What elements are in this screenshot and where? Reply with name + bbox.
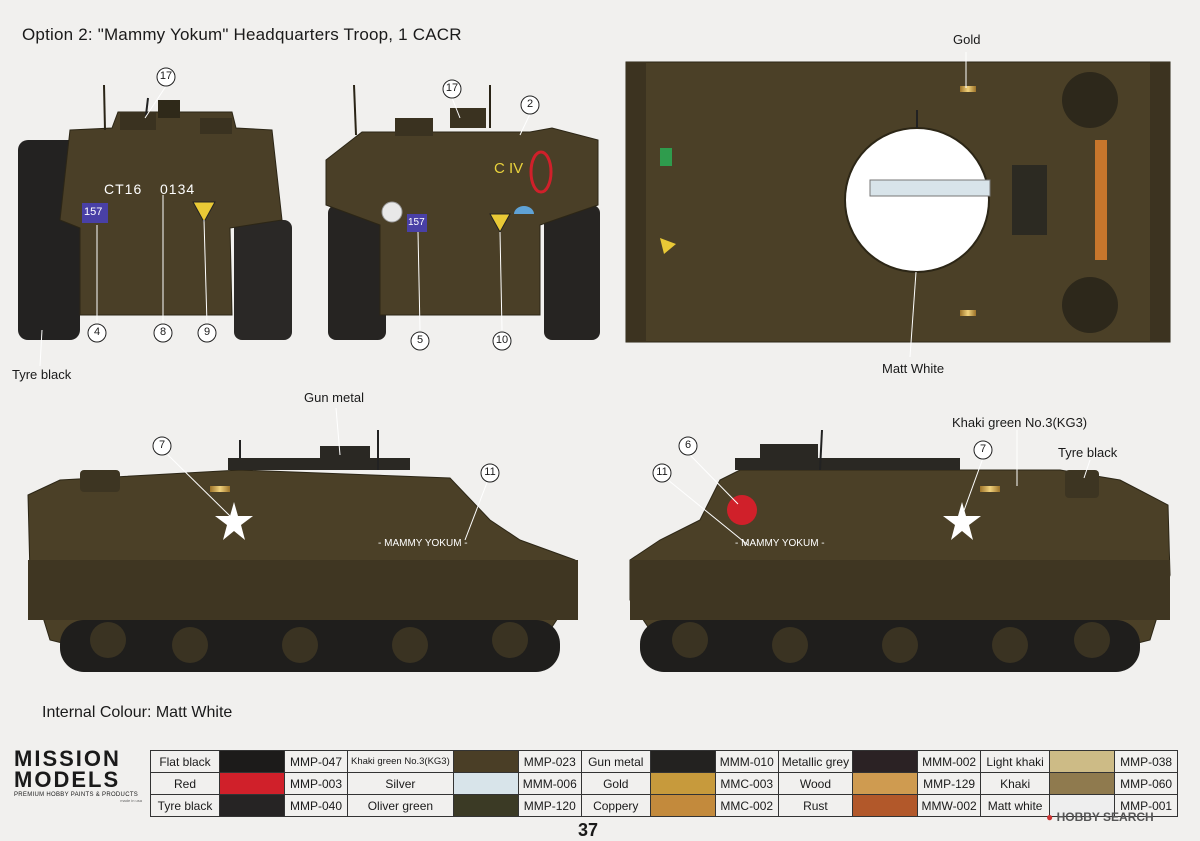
paint-code: MMM-006	[517, 772, 582, 795]
callout-6: 6	[684, 439, 692, 451]
paint-swatch	[1049, 750, 1116, 773]
label-matt-white: Matt White	[882, 361, 945, 376]
rear-view-left	[18, 84, 292, 340]
callout-17a: 17	[159, 70, 173, 82]
paint-code: MMP-047	[284, 750, 348, 773]
side-view-right	[629, 429, 1171, 672]
paint-name: Red	[150, 772, 220, 795]
paint-name: Light khaki	[980, 750, 1051, 773]
paint-swatch	[219, 772, 285, 795]
serial-number-b: 0134	[160, 181, 196, 197]
paint-name: Tyre black	[150, 794, 220, 817]
unit-code-rear-left: 157	[84, 206, 103, 218]
paint-code: MMP-060	[1114, 772, 1179, 795]
paint-code: MMP-120	[517, 794, 582, 817]
leader-lines	[39, 52, 1091, 546]
paint-swatch	[852, 772, 919, 795]
paint-code: MMM-002	[917, 750, 982, 773]
label-gold: Gold	[953, 32, 981, 47]
name-marking-left: - MAMMY YOKUM -	[378, 538, 468, 549]
page-number: 37	[578, 820, 599, 840]
paint-code: MMW-002	[917, 794, 982, 817]
paint-name: Oliver green	[347, 794, 454, 817]
paint-name: Khaki green No.3(KG3)	[347, 750, 454, 773]
unit-157-marking	[82, 203, 108, 223]
paint-swatch	[852, 750, 919, 773]
paint-swatch	[219, 750, 285, 773]
brand-tagline: PREMIUM HOBBY PAINTS & PRODUCTS	[14, 792, 139, 798]
paint-swatch	[649, 772, 716, 795]
paint-swatch	[649, 794, 716, 817]
paint-code: MMP-001	[1114, 794, 1179, 817]
paint-code: MMP-038	[1114, 750, 1179, 773]
callout-7b: 7	[979, 443, 987, 455]
watermark-text: HOBBY SEARCH	[1056, 810, 1154, 824]
paint-name: Flat black	[150, 750, 220, 773]
callout-9: 9	[203, 326, 211, 338]
serial-number-a: CT16	[104, 181, 143, 197]
paint-code: MMM-010	[714, 750, 779, 773]
paint-code: MMC-002	[714, 794, 779, 817]
page-title: Option 2: "Mammy Yokum" Headquarters Tro…	[22, 25, 462, 44]
brand-line-1: MISSION	[14, 746, 121, 771]
paint-name: Khaki	[980, 772, 1051, 795]
label-khaki-green: Khaki green No.3(KG3)	[952, 415, 1088, 430]
paint-swatch	[452, 750, 519, 773]
callout-2: 2	[526, 98, 534, 110]
unit-code-rear-mid: 157	[408, 217, 425, 228]
internal-colour-note: Internal Colour: Matt White	[42, 704, 233, 721]
paint-code: MMC-003	[714, 772, 779, 795]
paint-name: Rust	[777, 794, 854, 817]
paint-name: Silver	[347, 772, 454, 795]
paint-swatch	[1049, 794, 1116, 817]
callout-5: 5	[416, 334, 424, 346]
brand-logo: MISSION MODELS PREMIUM HOBBY PAINTS & PR…	[14, 746, 142, 804]
top-view	[625, 61, 1171, 343]
brand-line-2: MODELS	[14, 767, 121, 792]
paint-swatch	[1049, 772, 1116, 795]
paint-code: MMP-129	[917, 772, 982, 795]
label-tyre-black-2: Tyre black	[1058, 445, 1118, 460]
callout-8: 8	[159, 326, 167, 338]
label-gun-metal: Gun metal	[304, 390, 364, 405]
paint-code: MMP-040	[284, 794, 348, 817]
callout-4: 4	[93, 326, 101, 338]
paint-swatch	[452, 794, 519, 817]
watermark: ● HOBBY SEARCH	[1046, 810, 1154, 824]
paint-name: Wood	[777, 772, 854, 795]
paint-name: Coppery	[580, 794, 651, 817]
callout-11b: 11	[656, 466, 668, 478]
brand-small: made in usa	[120, 798, 142, 803]
paint-swatch	[852, 794, 919, 817]
paint-swatch	[649, 750, 716, 773]
paint-name: Gun metal	[580, 750, 651, 773]
side-view-left	[27, 430, 578, 672]
callout-10: 10	[495, 334, 509, 346]
callout-17b: 17	[445, 82, 459, 94]
label-tyre-black-1: Tyre black	[12, 367, 72, 382]
paint-name: Metallic grey	[777, 750, 854, 773]
paint-swatch	[219, 794, 285, 817]
paint-name: Gold	[580, 772, 651, 795]
callout-11a: 11	[484, 466, 496, 478]
paint-code: MMP-003	[284, 772, 348, 795]
paint-name: Matt white	[980, 794, 1051, 817]
paint-swatch	[452, 772, 519, 795]
paint-code: MMP-023	[517, 750, 582, 773]
name-marking-right: - MAMMY YOKUM -	[735, 538, 825, 549]
civ-marking: C IV	[494, 160, 524, 177]
callout-7a: 7	[158, 439, 166, 451]
rear-view-middle	[325, 84, 600, 340]
